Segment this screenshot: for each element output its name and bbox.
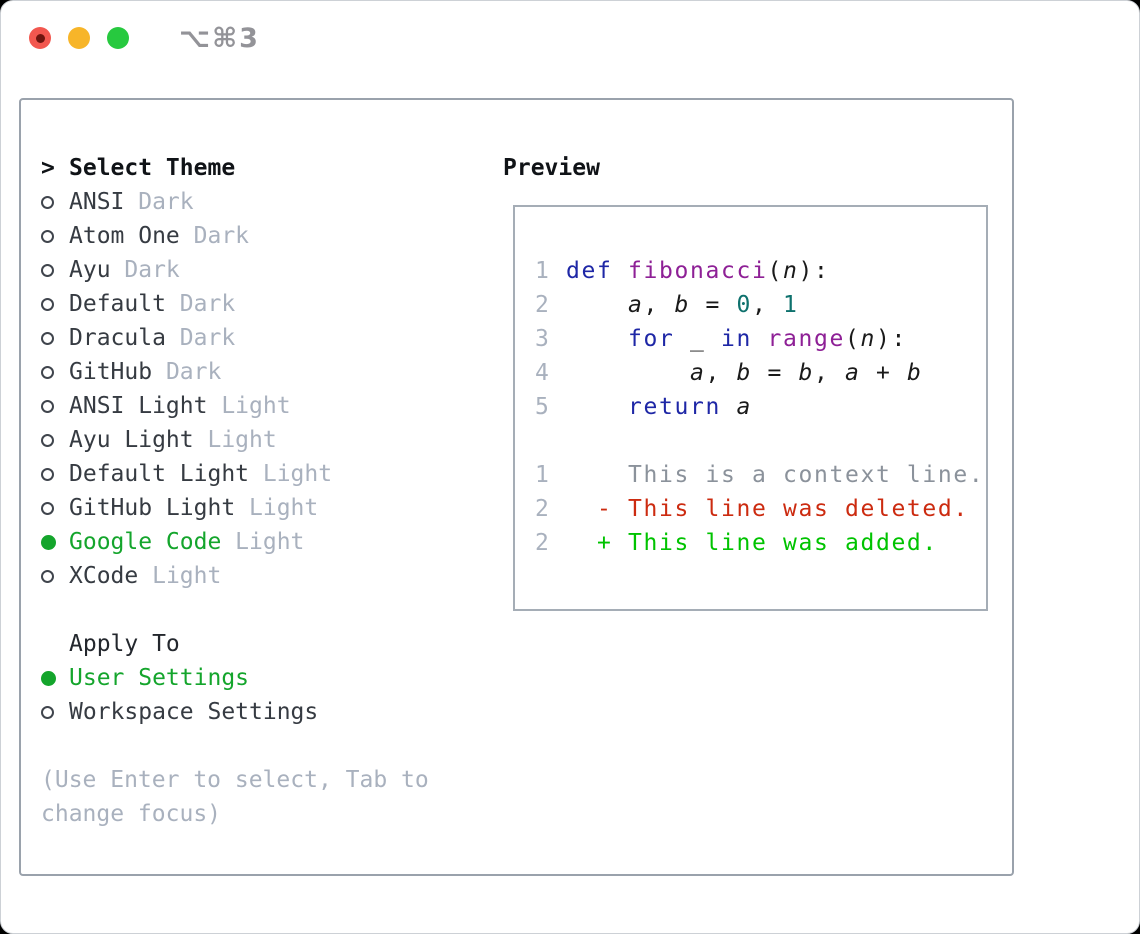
radio-selected-icon	[41, 534, 56, 550]
theme-option-default-dark[interactable]: Default Dark	[41, 287, 485, 321]
theme-name: Atom One	[69, 223, 180, 249]
theme-name: Dracula	[69, 325, 166, 351]
preview-pane: 1 def fibonacci(n): 2 a, b = 0, 1 3 for …	[513, 205, 988, 611]
select-theme-header: > Select Theme	[41, 151, 485, 185]
code-line: 3 for _ in range(n):	[535, 326, 907, 352]
radio-icon	[41, 467, 54, 481]
theme-name: Ayu Light	[69, 427, 194, 453]
titlebar: ⌥⌘3	[1, 1, 1139, 75]
theme-option-dracula-dark[interactable]: Dracula Dark	[41, 321, 485, 355]
radio-icon	[41, 569, 54, 583]
help-text: (Use Enter to select, Tab to change focu…	[41, 767, 429, 827]
theme-tag: Dark	[124, 257, 180, 283]
apply-to-header: Apply To	[41, 627, 485, 661]
radio-icon	[41, 433, 54, 447]
radio-icon	[41, 297, 54, 311]
theme-list: > Select Theme ANSI Dark Atom One Dark A…	[41, 151, 485, 874]
theme-name: Google Code	[69, 529, 222, 555]
theme-name: ANSI Light	[69, 393, 208, 419]
theme-tag: Light	[221, 393, 291, 419]
theme-tag: Light	[235, 529, 305, 555]
apply-option-label: Workspace Settings	[69, 699, 319, 725]
code-line: 1 def fibonacci(n):	[535, 258, 830, 284]
theme-tag: Light	[249, 495, 319, 521]
code-line: 4 a, b = b, a + b	[535, 360, 923, 386]
traffic-light-zoom-button[interactable]	[107, 27, 129, 49]
line-number: 2	[535, 496, 551, 522]
theme-tag: Dark	[179, 291, 236, 317]
theme-option-github-light[interactable]: GitHub Light Light	[41, 491, 485, 525]
preview-column: Preview 1 def fibonacci(n): 2 a, b = 0, …	[485, 151, 1012, 874]
select-theme-label: Select Theme	[69, 155, 236, 181]
theme-option-atom-one-dark[interactable]: Atom One Dark	[41, 219, 485, 253]
theme-tag: Dark	[165, 359, 222, 385]
theme-option-default-light[interactable]: Default Light Light	[41, 457, 485, 491]
theme-tag: Light	[152, 563, 222, 589]
line-number: 3	[535, 326, 551, 352]
theme-option-xcode-light[interactable]: XCode Light	[41, 559, 485, 593]
theme-tag: Dark	[138, 189, 194, 215]
radio-icon	[41, 331, 54, 345]
line-number: 1	[535, 258, 551, 284]
theme-option-ansi-dark[interactable]: ANSI Dark	[41, 185, 485, 219]
apply-option-workspace-settings[interactable]: Workspace Settings	[41, 695, 485, 729]
window-title: ⌥⌘3	[179, 22, 260, 54]
code-line: 2 a, b = 0, 1	[535, 292, 799, 318]
diff-line-added: 2 + This line was added.	[535, 530, 938, 556]
theme-name: Default Light	[69, 461, 250, 487]
theme-tag: Dark	[193, 223, 250, 249]
diff-line-deleted: 2 - This line was deleted.	[535, 496, 969, 522]
radio-icon	[41, 263, 54, 277]
theme-name: ANSI	[69, 189, 125, 215]
radio-icon	[41, 195, 54, 209]
theme-option-ansi-light[interactable]: ANSI Light Light	[41, 389, 485, 423]
theme-name: XCode	[69, 563, 139, 589]
line-number: 2	[535, 530, 551, 556]
theme-option-ayu-light[interactable]: Ayu Light Light	[41, 423, 485, 457]
apply-option-user-settings[interactable]: User Settings	[41, 661, 485, 695]
line-number: 4	[535, 360, 551, 386]
blank-line	[535, 424, 986, 458]
theme-tag: Light	[207, 427, 277, 453]
chevron-icon: >	[41, 155, 55, 181]
radio-icon	[41, 399, 54, 413]
theme-option-ayu-dark[interactable]: Ayu Dark	[41, 253, 485, 287]
radio-icon	[41, 501, 54, 515]
apply-to-label: Apply To	[69, 631, 180, 657]
theme-tag: Dark	[179, 325, 236, 351]
theme-picker-panel: > Select Theme ANSI Dark Atom One Dark A…	[19, 98, 1014, 876]
theme-name: Default	[69, 291, 166, 317]
line-number: 1	[535, 462, 551, 488]
theme-option-github-dark[interactable]: GitHub Dark	[41, 355, 485, 389]
radio-icon	[41, 229, 54, 243]
theme-option-google-code-selected[interactable]: Google Code Light	[41, 525, 485, 559]
preview-label: Preview	[503, 155, 600, 181]
close-dot-icon	[35, 33, 45, 43]
code-line: 5 return a	[535, 394, 752, 420]
traffic-light-close-button[interactable]	[29, 27, 51, 49]
line-number: 2	[535, 292, 551, 318]
radio-selected-icon	[41, 670, 56, 686]
theme-tag: Light	[262, 461, 333, 487]
diff-line-context: 1 This is a context line.	[535, 462, 985, 488]
theme-name: GitHub	[69, 359, 153, 385]
radio-icon	[41, 365, 54, 379]
apply-option-label: User Settings	[69, 665, 250, 691]
radio-icon	[41, 705, 54, 719]
theme-name: GitHub Light	[69, 495, 236, 521]
line-number: 5	[535, 394, 551, 420]
traffic-light-minimize-button[interactable]	[68, 27, 90, 49]
theme-name: Ayu	[69, 257, 111, 283]
